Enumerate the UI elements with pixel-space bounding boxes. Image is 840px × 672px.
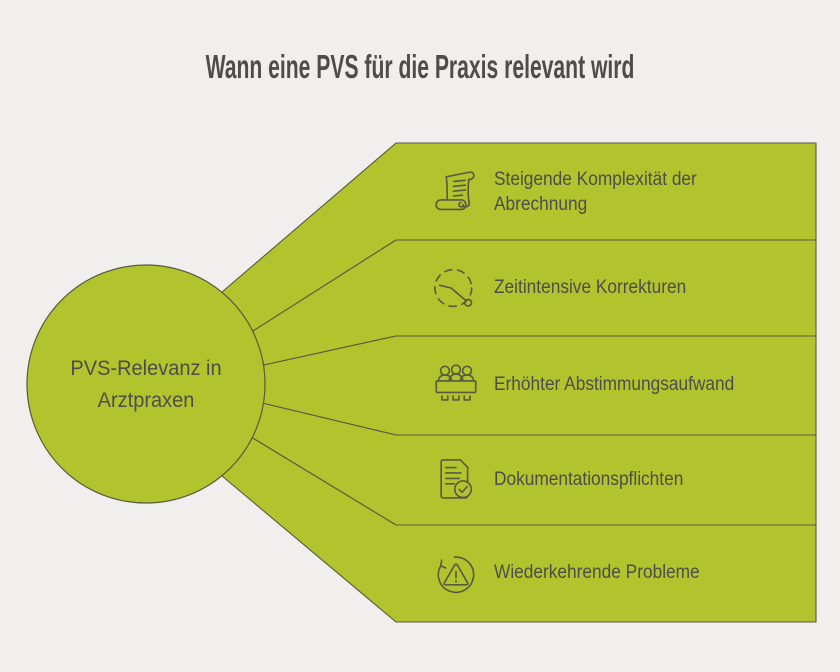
page-title: Wann eine PVS für die Praxis relevant wi… — [205, 48, 635, 85]
reason-label: Erhöhter Abstimmungsaufwand — [494, 374, 735, 396]
reason-label: Dokumentationspflichten — [494, 469, 684, 491]
hub-label-line2: Arztpraxen — [97, 388, 195, 412]
hub-label: PVS-Relevanz in Arztpraxen — [34, 264, 257, 504]
reason-row-5: Wiederkehrende Probleme — [430, 547, 720, 599]
meeting-people-icon — [435, 364, 477, 401]
recurring-warning-icon — [437, 556, 475, 594]
reason-row-4: Dokumentationspflichten — [430, 454, 702, 506]
billing-scroll-icon — [435, 171, 475, 211]
reason-label: Steigende Komplexität der Abrechnung — [494, 168, 697, 215]
reason-label: Wiederkehrende Probleme — [494, 562, 700, 584]
reason-row-3: Erhöhter Abstimmungsaufwand — [430, 359, 758, 411]
reason-label: Zeitintensive Korrekturen — [494, 277, 687, 299]
document-check-icon — [440, 459, 473, 499]
reason-row-1: Steigende Komplexität der Abrechnung — [430, 166, 742, 218]
hub-circle — [26, 264, 266, 504]
hub-label-line1: PVS-Relevanz in — [70, 355, 222, 380]
reason-row-2: Zeitintensive Korrekturen — [430, 262, 705, 314]
time-clock-icon — [434, 268, 473, 308]
